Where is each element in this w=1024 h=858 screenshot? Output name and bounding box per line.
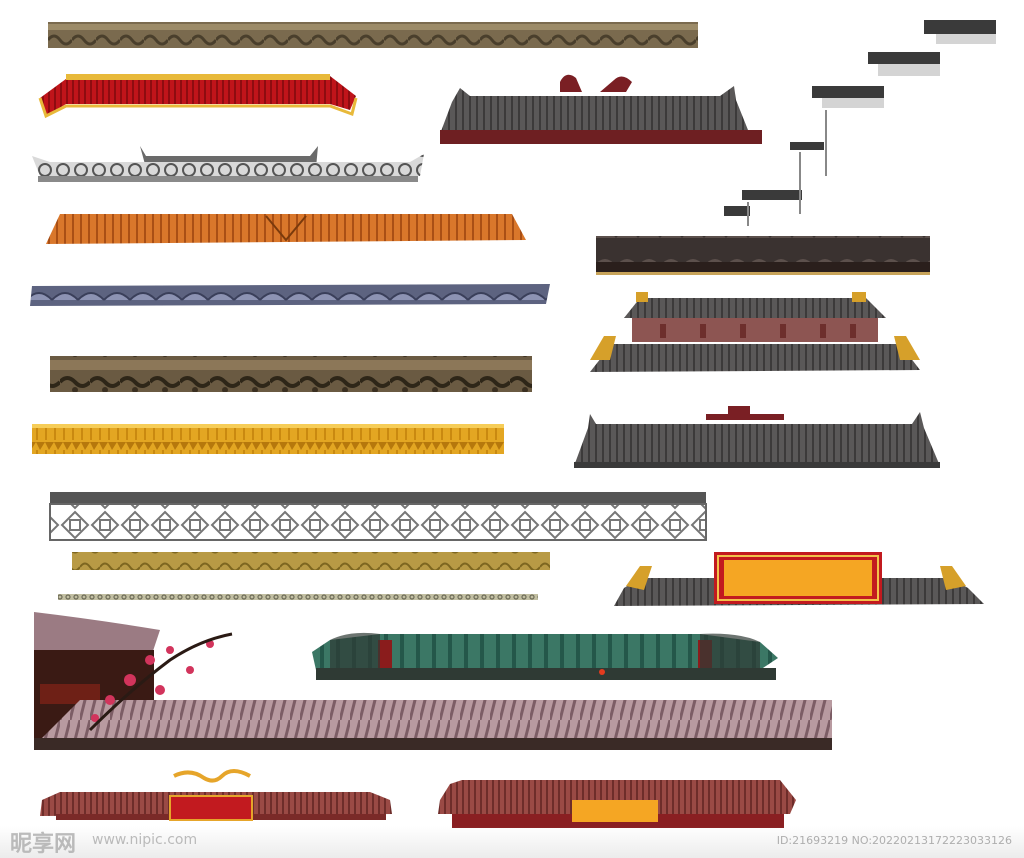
roof-with-orange-sign-panel [614, 552, 984, 606]
gold-pattern-band [72, 552, 550, 570]
red-palace-roof [38, 74, 358, 119]
red-roof-with-gold-scroll [40, 769, 392, 821]
watermark-logo: 昵享网 [10, 832, 77, 857]
gray-double-eave-roof [32, 146, 424, 182]
watermark-id: ID:21693219 NO:20220213172223033126 [776, 834, 1012, 847]
dark-roof-ridge-strip [596, 236, 930, 275]
white-stepped-wall-eaves [724, 20, 996, 226]
bronze-wave-tile-strip [48, 22, 698, 48]
lattice-window-wall [49, 492, 707, 541]
dark-gray-roof-with-ornament [440, 74, 762, 144]
double-tier-hall-roof [590, 292, 920, 372]
dark-hip-roof-with-crest [574, 406, 940, 468]
orange-tile-roof [46, 214, 526, 244]
plum-blossom-roof-scene [34, 612, 832, 750]
brown-tile-ridge [50, 356, 532, 392]
thin-chain-band [58, 594, 538, 600]
red-roof-with-orange-plaque [438, 780, 796, 828]
green-glazed-roof [312, 632, 778, 680]
blue-gray-tile-strip [30, 284, 550, 306]
golden-tile-strip [32, 424, 504, 454]
footer-watermark-bar [0, 826, 1024, 858]
watermark-url: www.nipic.com [92, 832, 198, 848]
